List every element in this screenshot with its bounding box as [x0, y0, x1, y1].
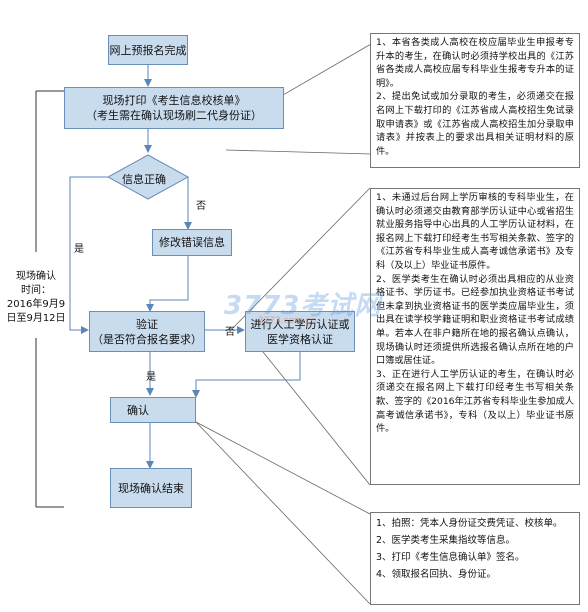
decision-no-label-1: 否 [196, 201, 206, 212]
note-1-item-1: 1、本省各类成人高校在校应届毕业生申报考专升本的考生，在确认时必须持学校出具的《… [376, 37, 574, 89]
note-3-item-2: 2、医学类考生采集指纹等信息。 [376, 535, 516, 546]
note-3-item-1: 1、拍照：凭本人身份证交费凭证、校核单。 [376, 518, 563, 529]
arrow-decision-yes-to-verify [69, 176, 108, 334]
decision-yes-label-2: 是 [146, 372, 156, 383]
leader-note3a [195, 421, 371, 515]
step-confirm-label: 确认 [127, 403, 149, 417]
step-fix-info: 修改错误信息 [152, 229, 232, 256]
note-2-item-2: 2、医学类考生在确认时必须出具相应的从业资格证书、学历证书。已经参加执业资格证书… [376, 273, 574, 367]
step-print-checklist-line2: （考生需在确认现场刷二代身份证） [86, 109, 262, 122]
step-print-checklist: 现场打印《考生信息校核单》 （考生需在确认现场刷二代身份证） [64, 87, 284, 129]
note-3-item-4: 4、领取报名回执、身份证。 [376, 569, 497, 580]
step-verify: 验证 （是否符合报名要求） [89, 311, 205, 352]
step-fix-info-label: 修改错误信息 [159, 236, 225, 249]
leader-note2b [254, 341, 371, 486]
step-manual-certification: 进行人工学历认证或 医学资格认证 [245, 311, 355, 352]
decision-info-correct: 信息正确 [122, 173, 166, 186]
arrow-fix-to-verify [146, 256, 189, 312]
step-online-preregistration: 网上预报名完成 [108, 35, 188, 65]
confirm-time-line2: 时间： [21, 285, 51, 296]
note-2-item-1: 1、未通过后台网上学历审核的专科毕业生，在确认时必须递交由教育部学历认证中心或省… [376, 192, 574, 271]
decision-no-label-2: 否 [225, 327, 235, 338]
step-online-preregistration-label: 网上预报名完成 [109, 43, 187, 57]
step-confirm-end-label: 现场确认结束 [118, 481, 184, 495]
arrow-cert-to-confirm [150, 352, 300, 384]
decision-info-correct-shape [107, 154, 189, 200]
confirm-time-line4: 日至9月12日 [6, 313, 66, 324]
note-box-2: 1、未通过后台网上学历审核的专科毕业生，在确认时必须递交由教育部学历认证中心或省… [370, 188, 580, 485]
note-1-item-2: 2、提出免试或加分录取的考生，必须递交在报名网上下载打印的《江苏省成人高校招生免… [376, 91, 574, 157]
decision-yes-label-1: 是 [74, 244, 84, 255]
step-verify-line2: （是否符合报名要求） [92, 332, 202, 346]
note-box-3: 1、拍照：凭本人身份证交费凭证、校核单。 2、医学类考生采集指纹等信息。 3、打… [370, 512, 580, 605]
step-verify-line1: 验证 [136, 317, 158, 331]
confirm-time-label: 现场确认 时间： 2016年9月9 日至9月12日 [4, 270, 68, 326]
step-confirm: 确认 [110, 397, 196, 423]
confirm-time-line3: 2016年9月9 [6, 299, 66, 310]
step-confirm-end: 现场确认结束 [110, 468, 192, 508]
leader-note1b [225, 149, 372, 155]
note-2-item-3: 3、正在进行人工学历认证的考生，在确认时必须递交在报名网上下载打印经考生书写相关… [376, 368, 574, 435]
arrow-cert-to-confirm-line [192, 352, 301, 398]
confirm-time-line1: 现场确认 [16, 271, 56, 282]
leader-note2a [229, 187, 371, 332]
note-box-1: 1、本省各类成人高校在校应届毕业生申报考专升本的考生，在确认时必须持学校出具的《… [370, 33, 580, 168]
step-manual-certification-line1: 进行人工学历认证或 [250, 317, 350, 331]
leader-note3b [195, 421, 371, 605]
step-manual-certification-line2: 医学资格认证 [267, 332, 333, 346]
step-print-checklist-line1: 现场打印《考生信息校核单》 [102, 94, 246, 107]
note-3-item-3: 3、打印《考生信息确认单》签名。 [376, 552, 525, 563]
